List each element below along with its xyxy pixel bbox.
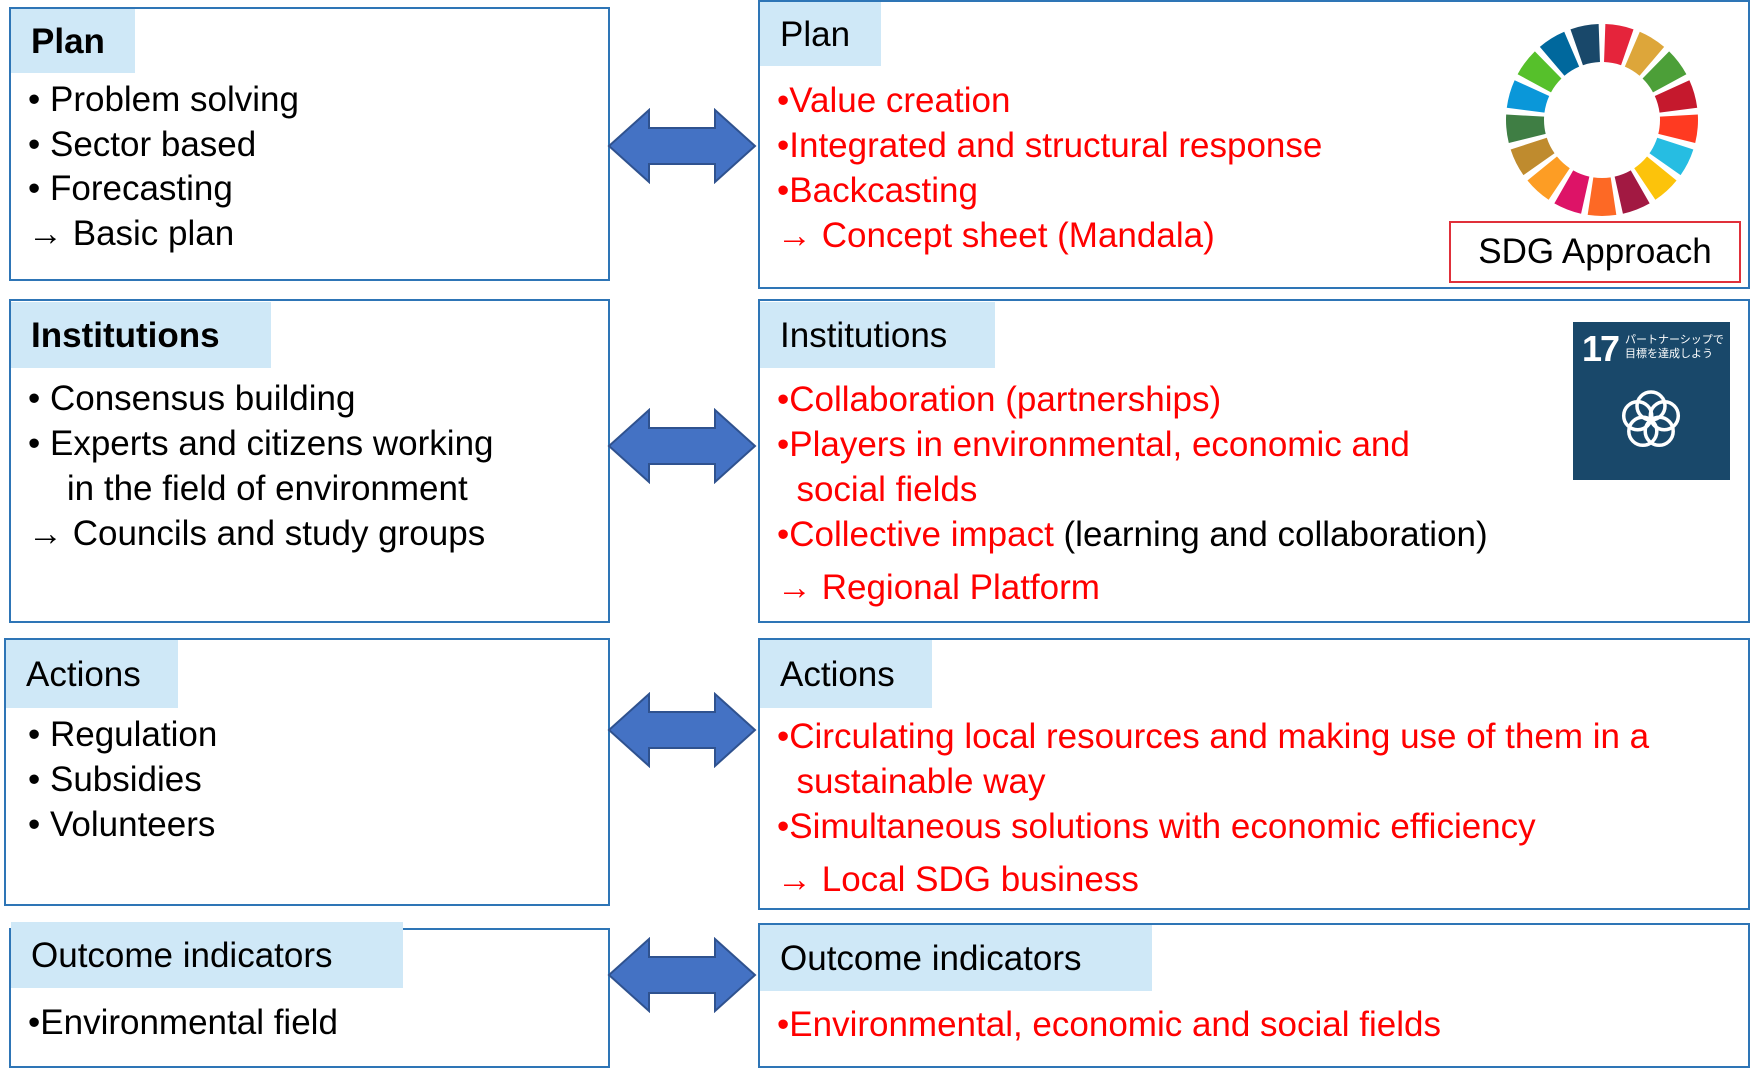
sdg-wheel-segment [1624,31,1665,76]
left-institutions-item: → Councils and study groups [28,514,486,553]
flower-icon [1621,390,1681,448]
right-institutions-item: social fields [777,470,978,509]
collective-impact-label: •Collective impact [777,515,1054,554]
left-plan-item: • Problem solving [28,80,299,119]
right-actions-item: sustainable way [777,762,1046,801]
left-institutions-item: • Experts and citizens working [28,424,494,463]
right-outcome-heading: Outcome indicators [760,925,1152,991]
right-institutions-item: •Collective impact (learning and collabo… [777,512,1488,557]
right-institutions-item: •Collaboration (partnerships) [777,380,1222,419]
double-arrow-icon [607,408,757,484]
double-arrow-icon [607,108,757,184]
right-actions-item: •Circulating local resources and making … [777,717,1650,756]
right-institutions-heading: Institutions [760,302,995,368]
sdg-wheel-segment [1539,31,1580,76]
sdg-wheel-icon [1506,24,1698,216]
sdg-wheel-segment [1506,114,1546,144]
left-actions-heading: Actions [6,640,178,708]
left-plan-item: • Forecasting [28,169,233,208]
left-institutions-item: in the field of environment [28,469,468,508]
left-institutions-item: • Consensus building [28,379,356,418]
right-actions-item: → Local SDG business [777,860,1139,899]
left-plan-item: → Basic plan [28,214,235,253]
left-plan-heading: Plan [11,9,135,73]
sdg-wheel-segment [1587,177,1617,216]
left-actions-item: • Volunteers [28,805,216,844]
sdg-wheel-segment [1658,114,1698,144]
left-actions-item: • Subsidies [28,760,202,799]
right-plan-heading: Plan [760,2,881,66]
sdg-goal-17-icon: 17 パートナーシップで 目標を達成しよう [1573,322,1730,480]
left-outcome-item: •Environmental field [28,1003,338,1042]
sdg-wheel-segment [1649,137,1694,176]
sdg-wheel-segment [1570,24,1600,66]
right-plan-item: •Integrated and structural response [777,126,1323,165]
left-actions-item: • Regulation [28,715,218,754]
sdg-wheel-segment [1527,156,1570,200]
double-arrow-icon [607,937,757,1013]
right-outcome-item: •Environmental, economic and social fiel… [777,1005,1441,1044]
sdg-wheel-segment [1642,51,1687,93]
right-plan-item: → Concept sheet (Mandala) [777,216,1215,255]
left-plan-item: • Sector based [28,125,257,164]
right-institutions-item: → Regional Platform [777,568,1100,607]
sdg-wheel-segment [1506,80,1550,113]
right-institutions-item: •Players in environmental, economic and [777,425,1410,464]
collective-impact-note: (learning and collaboration) [1053,515,1488,554]
sdg-wheel-segment [1614,170,1650,214]
right-plan-item: •Value creation [777,81,1011,120]
sdg17-text-1: パートナーシップで [1625,334,1724,346]
right-plan-item: •Backcasting [777,171,978,210]
sdg-wheel-segment [1510,137,1555,176]
sdg17-text-2: 目標を達成しよう [1625,348,1713,360]
sdg-wheel-segment [1554,170,1590,214]
sdg-wheel-segment [1604,24,1634,66]
right-actions-heading: Actions [760,640,932,708]
left-outcome-heading: Outcome indicators [11,922,403,988]
right-actions-item: •Simultaneous solutions with economic ef… [777,807,1536,846]
sdg-wheel-segment [1634,156,1677,200]
sdg17-number: 17 [1582,328,1620,369]
sdg-approach-badge: SDG Approach [1449,221,1741,283]
left-institutions-heading: Institutions [11,302,271,368]
sdg-wheel-segment [1517,51,1562,93]
double-arrow-icon [607,692,757,768]
sdg-wheel-segment [1654,80,1698,113]
